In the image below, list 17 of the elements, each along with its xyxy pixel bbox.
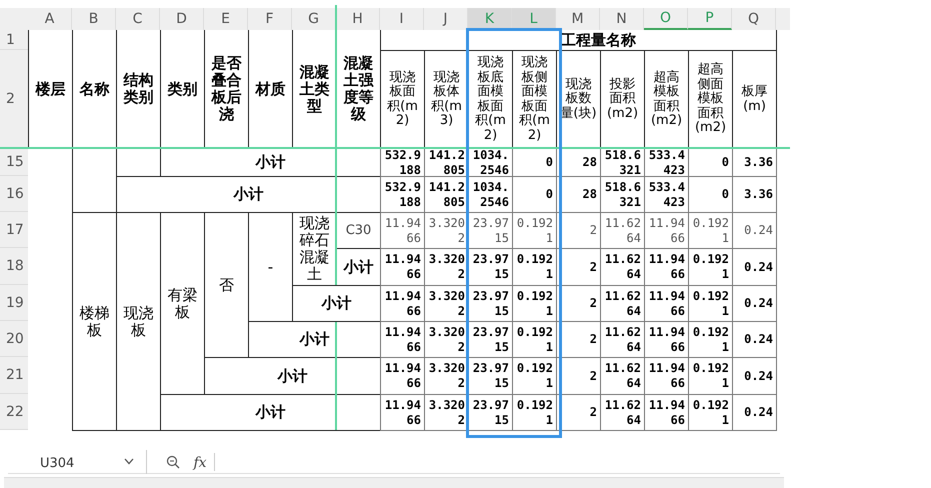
data-value: 0.24 [732,394,777,431]
column-header: L [512,8,556,30]
row-header: 18 [0,248,28,285]
function-label: fx [192,455,208,471]
row-header: 1 [0,30,28,50]
row-header: 17 [0,212,28,248]
row-header: 20 [0,321,28,357]
row-header: 19 [0,285,28,321]
category-label: 楼梯板 [72,212,117,431]
row-header: 21 [0,357,28,394]
column-header: O [644,8,688,30]
row-header: 22 [0,394,28,430]
column-header: K [468,8,512,30]
column-header: P [688,8,732,30]
row-header: 16 [0,176,28,212]
cell-reference: U304 [40,455,76,471]
data-value: 11.9466 [380,394,425,431]
